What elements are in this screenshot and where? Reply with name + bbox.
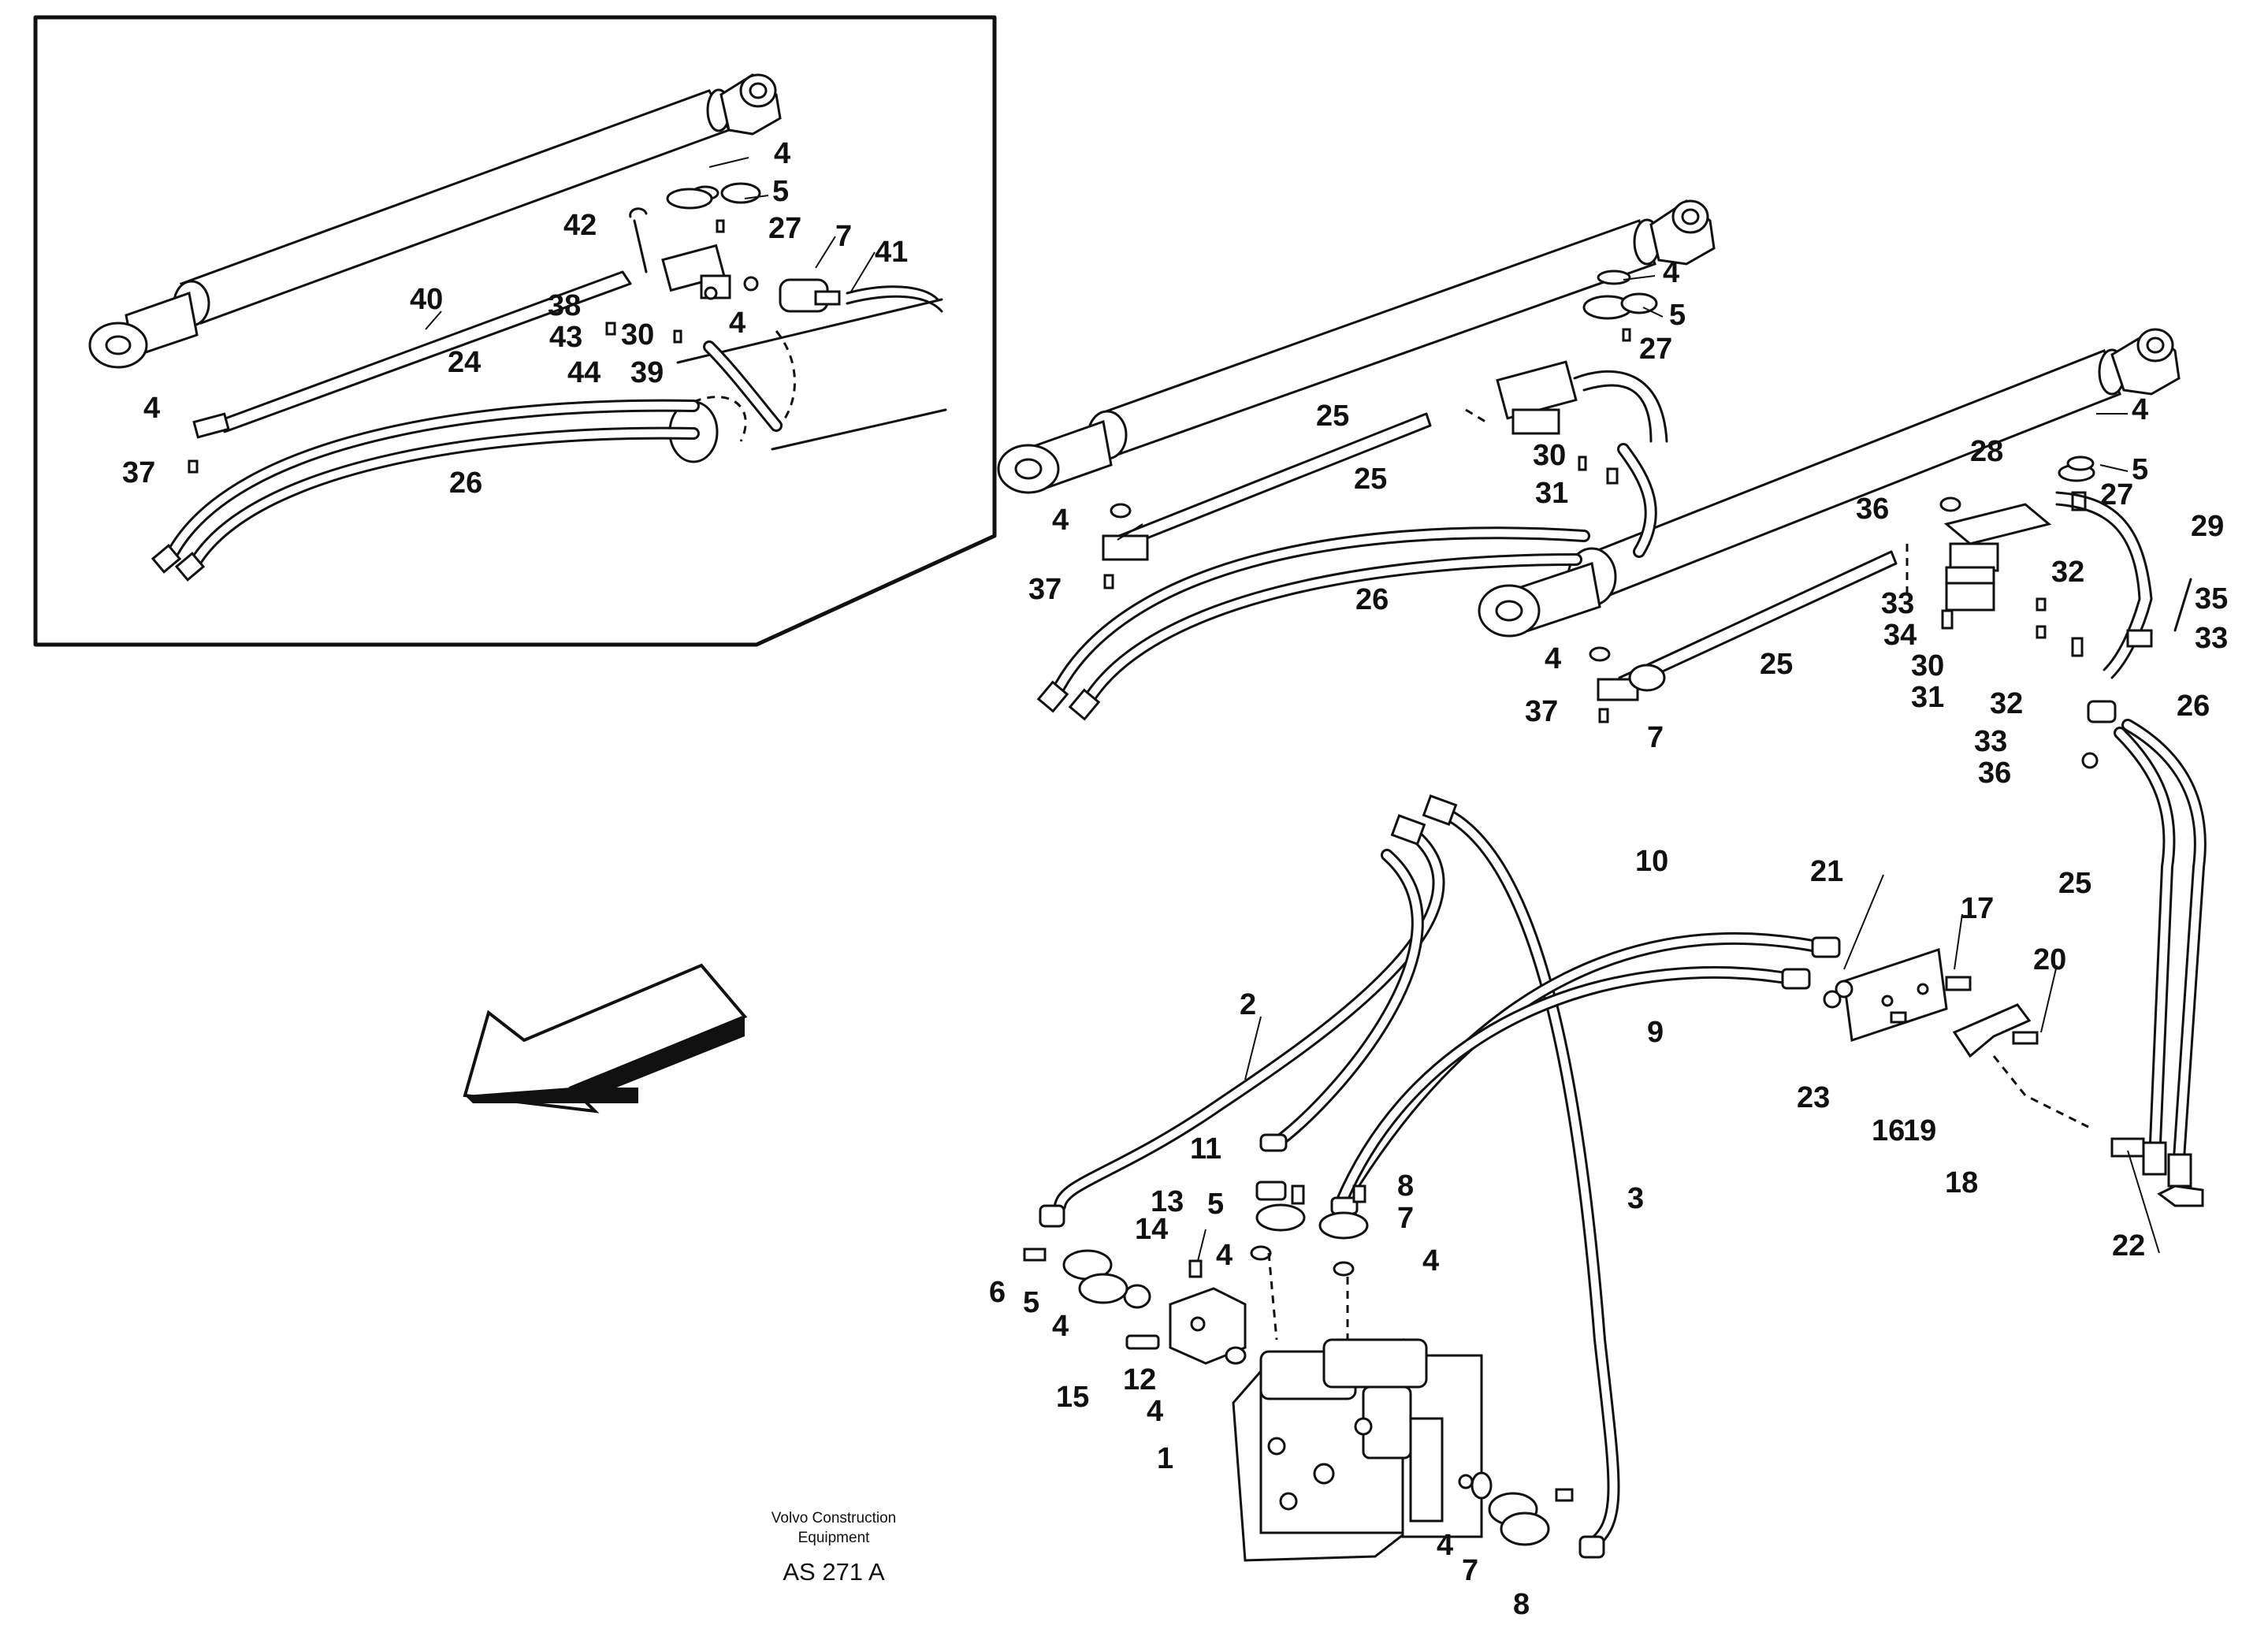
maker-name-line2: Equipment (798, 1530, 871, 1546)
lower-label: 31 (1911, 681, 1944, 714)
valve-label: 4 (1052, 1310, 1069, 1343)
valve-label: 11 (1190, 1132, 1221, 1166)
upper-label: 4 (1663, 256, 1679, 289)
lower-label: 35 (2195, 582, 2228, 615)
valve-assembly (1023, 794, 2145, 1562)
valve-label: 15 (1056, 1381, 1089, 1414)
valve-label: 5 (1207, 1188, 1224, 1221)
valve-label: 12 (1123, 1363, 1156, 1396)
lower-label: 32 (2051, 556, 2084, 589)
valve-label: 8 (1513, 1588, 1530, 1621)
lower-label: 32 (1990, 687, 2023, 720)
inset-label: 44 (567, 356, 600, 389)
inset-label: 4 (729, 307, 745, 340)
lower-label: 28 (1970, 435, 2003, 468)
lower-label: 36 (1978, 757, 2011, 790)
inset-label: 26 (449, 467, 482, 500)
lower-label: 34 (1883, 619, 1917, 652)
lower-label: 37 (1525, 695, 1558, 728)
inset-label: 5 (772, 175, 789, 208)
inset-detail (33, 15, 997, 647)
valve-label: 7 (1462, 1554, 1478, 1587)
inset-label: 30 (621, 318, 654, 351)
valve-label: 5 (1023, 1286, 1039, 1319)
footer: Volvo Construction Equipment AS 271 A (771, 1510, 896, 1586)
valve-label: 4 (1216, 1239, 1233, 1272)
inset-label: 4 (774, 137, 790, 170)
drawing-code: AS 271 A (783, 1558, 885, 1586)
maker-name: Volvo Construction (771, 1510, 896, 1526)
valve-label: 25 (2058, 867, 2091, 900)
lower-label: 36 (1856, 493, 1889, 526)
inset-label: 27 (768, 212, 801, 245)
valve-label: 14 (1135, 1213, 1168, 1246)
lower-label: 27 (2100, 478, 2133, 511)
lower-label: 33 (2195, 622, 2228, 655)
lower-label: 25 (1760, 648, 1793, 681)
inset-label: 24 (448, 346, 481, 379)
lower-label: 29 (2191, 510, 2224, 543)
lower-label: 33 (1974, 725, 2007, 758)
inset-label: 40 (410, 283, 443, 316)
valve-label: 2 (1240, 988, 1256, 1021)
upper-label: 27 (1639, 333, 1672, 366)
valve-label: 20 (2033, 943, 2066, 976)
valve-label: 10 (1635, 845, 1668, 878)
lower-label: 26 (2177, 690, 2210, 723)
upper-label: 30 (1533, 439, 1566, 472)
inset-label: 4 (143, 392, 160, 425)
inset-label: 7 (835, 220, 852, 253)
valve-label: 9 (1647, 1016, 1664, 1049)
valve-label: 16 (1872, 1114, 1905, 1147)
callout-labels: 4 5 42 27 7 41 40 38 43 30 4 44 39 24 4 … (122, 137, 2228, 1621)
upper-label: 26 (1355, 583, 1389, 616)
upper-label: 25 (1316, 400, 1349, 433)
valve-label: 7 (1397, 1202, 1414, 1235)
valve-label: 8 (1397, 1169, 1414, 1203)
lower-label: 30 (1911, 649, 1944, 682)
lower-cylinder (1478, 328, 2192, 769)
upper-label: 5 (1669, 299, 1686, 332)
valve-label: 1 (1157, 1442, 1173, 1475)
upper-label: 25 (1354, 463, 1387, 496)
lower-label: 4 (1545, 642, 1561, 675)
valve-label: 4 (1147, 1395, 1163, 1428)
valve-label: 3 (1627, 1182, 1644, 1215)
upper-label: 31 (1535, 477, 1568, 510)
valve-label: 4 (1437, 1529, 1453, 1562)
upper-cylinder (997, 199, 1716, 589)
lower-label: 5 (2132, 453, 2148, 486)
inset-label: 37 (122, 456, 155, 489)
main-hoses (1036, 443, 2207, 1207)
valve-label: 23 (1797, 1081, 1830, 1114)
valve-label: 4 (1422, 1244, 1439, 1277)
valve-label: 17 (1961, 892, 1994, 925)
lower-label: 33 (1881, 587, 1914, 620)
valve-label: 6 (989, 1276, 1006, 1309)
valve-label: 22 (2112, 1229, 2145, 1262)
inset-pipe-40 (215, 270, 632, 433)
inset-label: 41 (875, 236, 908, 269)
inset-cylinder (88, 73, 947, 463)
upper-label: 37 (1028, 573, 1061, 606)
valve-label: 18 (1945, 1166, 1978, 1199)
inset-label: 38 (548, 289, 581, 322)
direction-arrow (463, 963, 748, 1114)
valve-label: 21 (1810, 855, 1843, 888)
valve-label: 13 (1151, 1185, 1184, 1218)
upper-label: 4 (1052, 504, 1069, 537)
lower-label: 4 (2132, 393, 2148, 426)
valve-label: 19 (1903, 1114, 1936, 1147)
lower-label: 7 (1647, 721, 1664, 754)
inset-label: 39 (630, 356, 664, 389)
inset-label: 43 (549, 321, 582, 354)
inset-label: 42 (563, 209, 597, 242)
